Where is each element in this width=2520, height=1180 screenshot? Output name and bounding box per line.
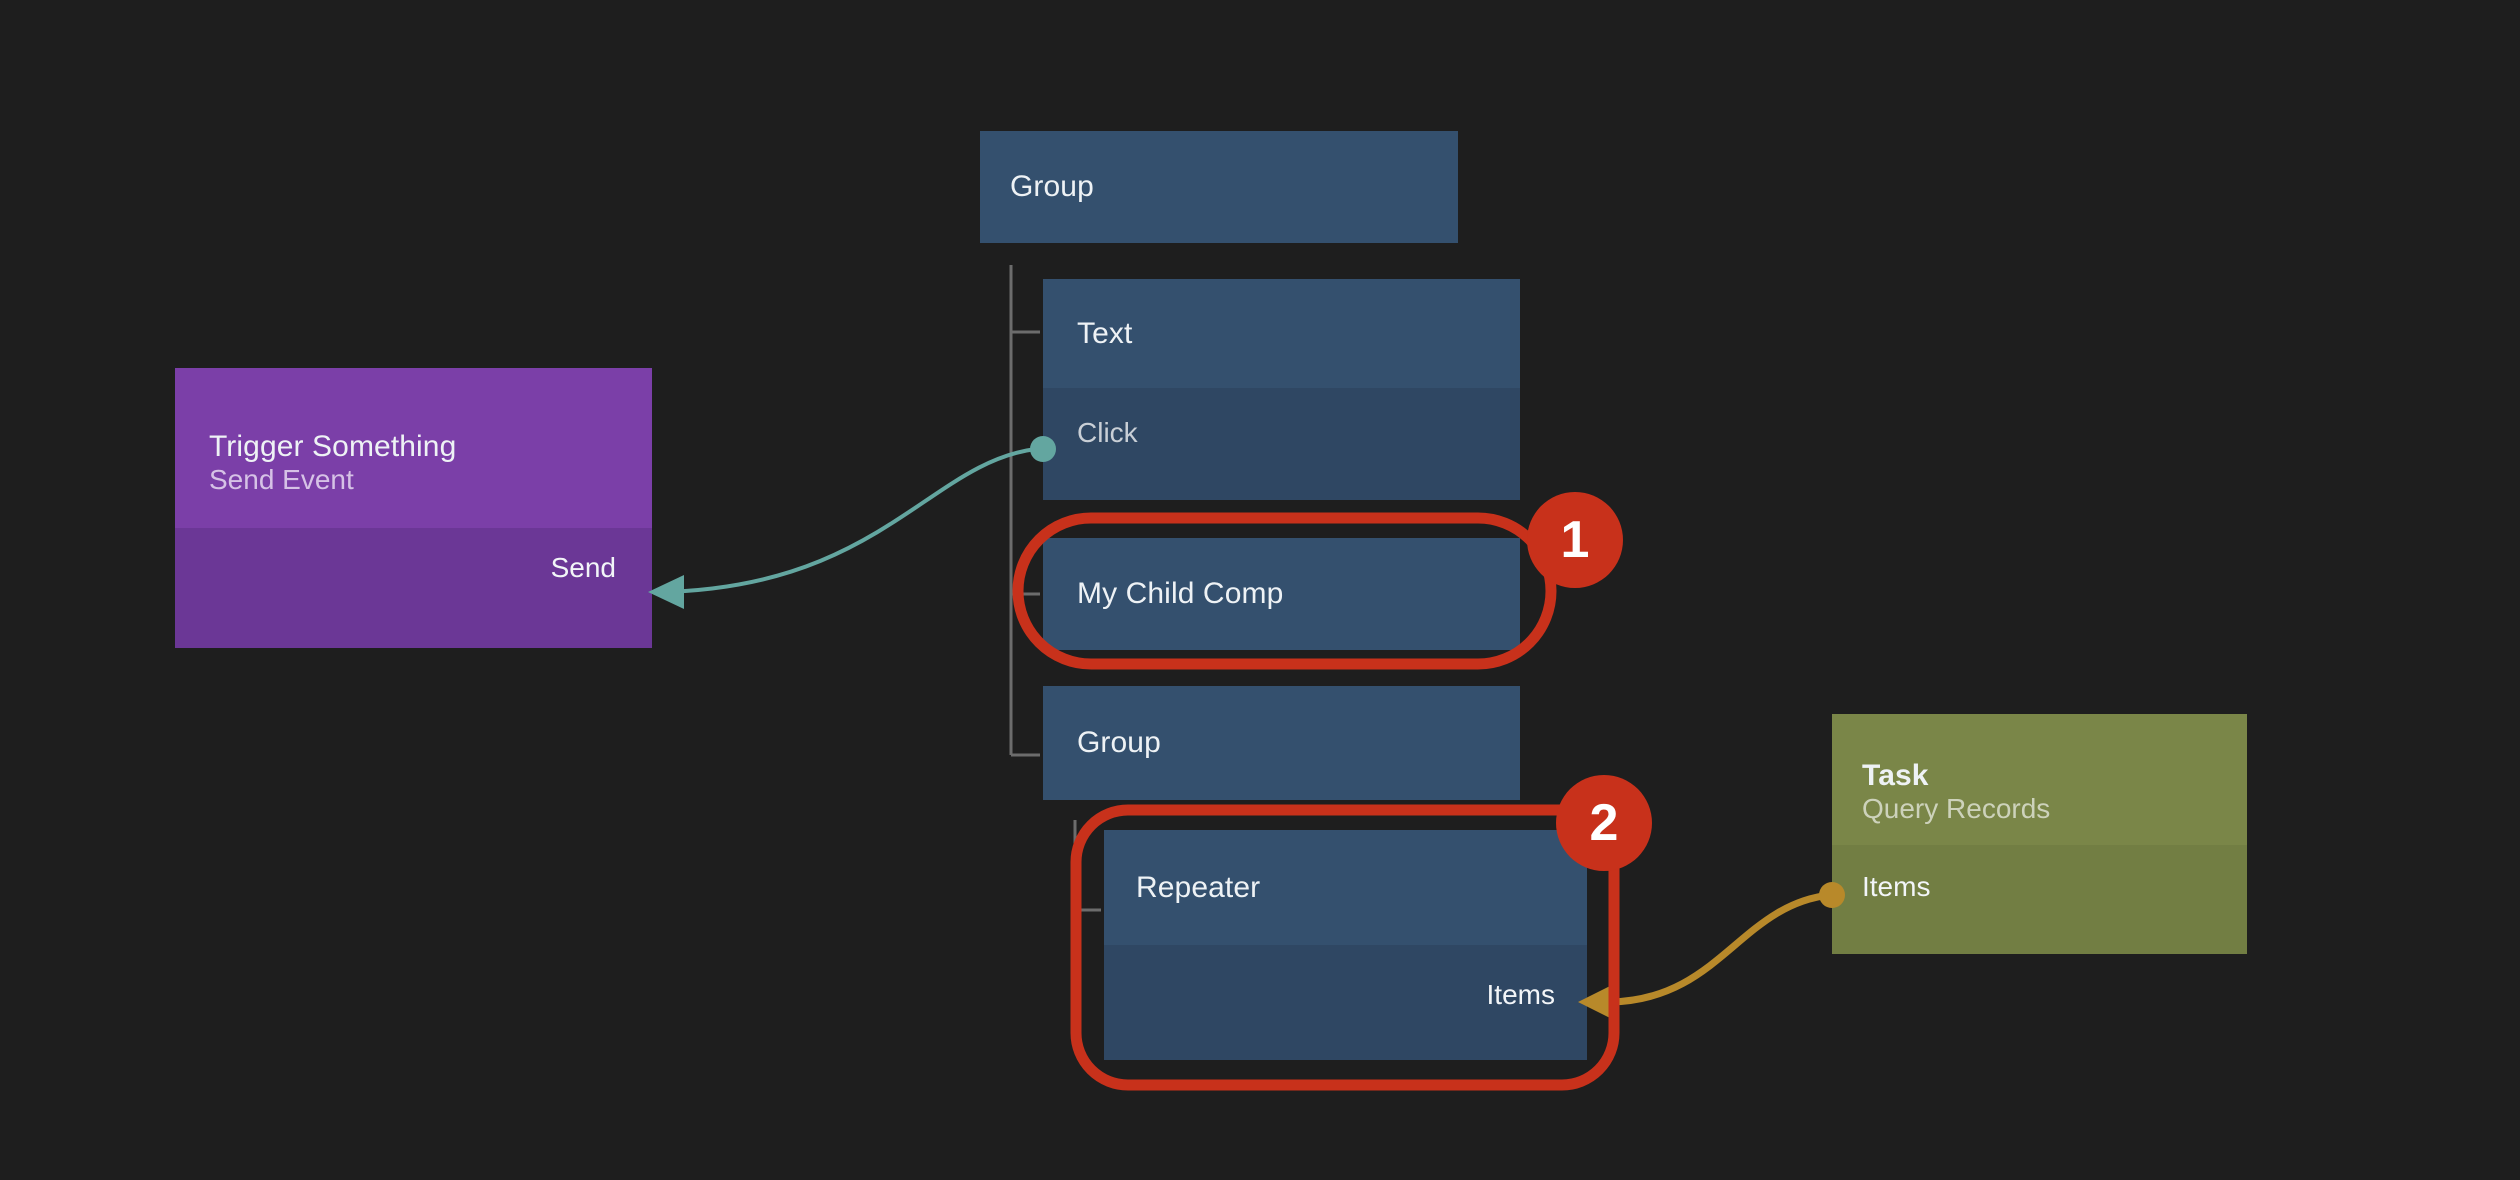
task-items-port-dot[interactable] (1819, 882, 1845, 908)
annotation-1-outline (1012, 512, 1557, 670)
my-child-comp-title: My Child Comp (1077, 577, 1284, 610)
wire-click-to-send-arrowhead (648, 575, 684, 609)
root-group-node[interactable]: Group (980, 131, 1458, 243)
task-header: Task Query Records (1832, 714, 2247, 845)
annotation-1-badge-label: 1 (1560, 511, 1590, 569)
child-group-node[interactable]: Group (1043, 686, 1520, 800)
annotation-1-badge: 1 (1527, 492, 1623, 588)
task-items-port-label: Items (1862, 871, 1931, 902)
trigger-something-node[interactable]: Trigger Something Send Event Send (175, 368, 652, 648)
text-node-title: Text (1077, 316, 1133, 350)
task-body: Items (1832, 845, 2247, 954)
trigger-send-port-label: Send (550, 552, 616, 583)
repeater-items-port-row[interactable]: Items (1104, 975, 1587, 1015)
trigger-send-port-row[interactable]: Send (175, 548, 652, 588)
wire-items-to-items (1609, 891, 1831, 1006)
root-group-header: Group (980, 131, 1458, 243)
repeater-header: Repeater (1104, 830, 1587, 945)
trigger-something-header: Trigger Something Send Event (175, 368, 652, 528)
trigger-something-body: Send (175, 528, 652, 648)
text-click-port-dot[interactable] (1030, 436, 1056, 462)
text-node[interactable]: Text Click (1043, 279, 1520, 500)
text-node-body: Click (1043, 388, 1520, 500)
task-node[interactable]: Task Query Records Items (1832, 714, 2247, 954)
task-items-port-row[interactable]: Items (1832, 867, 2247, 907)
annotation-2-badge-label: 2 (1589, 794, 1619, 852)
text-click-port-label: Click (1077, 417, 1138, 448)
child-group-header: Group (1043, 686, 1520, 800)
repeater-items-port-label: Items (1486, 979, 1555, 1010)
annotation-2-outline (1070, 804, 1620, 1091)
repeater-node[interactable]: Repeater Items (1104, 830, 1587, 1060)
child-group-title: Group (1077, 726, 1161, 759)
task-title: Task (1862, 758, 1929, 792)
repeater-body: Items (1104, 945, 1587, 1060)
text-node-header: Text (1043, 279, 1520, 388)
my-child-comp-header: My Child Comp (1043, 538, 1520, 650)
wire-click-to-send (659, 447, 1037, 594)
my-child-comp-node[interactable]: My Child Comp (1043, 538, 1520, 650)
task-subtitle: Query Records (1862, 792, 2051, 824)
trigger-something-subtitle: Send Event (209, 464, 354, 495)
trigger-something-title: Trigger Something (209, 430, 457, 463)
annotation-2-badge: 2 (1556, 775, 1652, 871)
wire-items-to-items-arrowhead (1578, 982, 1618, 1022)
text-click-port-row[interactable]: Click (1043, 413, 1520, 453)
repeater-title: Repeater (1136, 870, 1261, 904)
root-group-title: Group (1010, 170, 1094, 203)
